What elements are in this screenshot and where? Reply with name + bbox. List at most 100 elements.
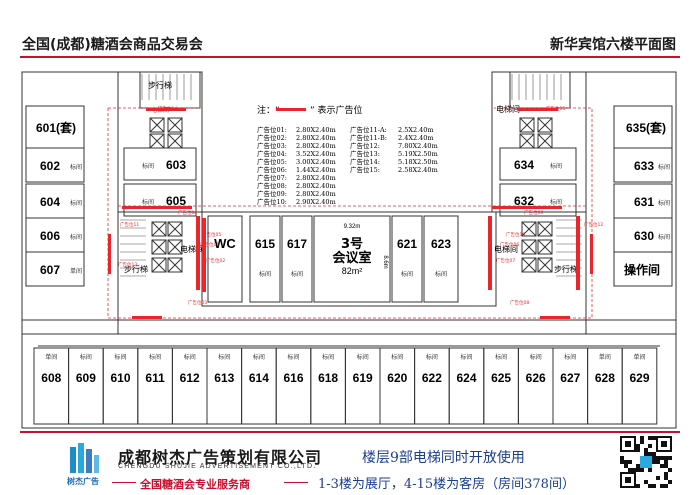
room-number: 603 xyxy=(166,158,186,172)
room-number: 633 xyxy=(634,159,654,173)
room-number: 634 xyxy=(514,158,534,172)
ad-size-value: 2.80X2.40m xyxy=(296,174,336,182)
room-number: 635(套) xyxy=(626,120,666,135)
room-number: 630 xyxy=(634,229,654,243)
legend-note-prefix: 注：“ xyxy=(257,104,280,116)
ad-position-label: 广告位07 xyxy=(496,257,515,264)
room-number: 624 xyxy=(456,371,476,385)
elevator-shaft-cross xyxy=(537,117,553,133)
room-number: 613 xyxy=(214,371,234,385)
room-type-label: 标间 xyxy=(291,270,303,278)
ad-position-mark xyxy=(540,316,570,319)
room-type-label: 标间 xyxy=(357,353,369,361)
left-core xyxy=(117,71,203,213)
room-outline xyxy=(249,215,281,303)
room-type-label: 标间 xyxy=(426,353,438,361)
elevator-shaft xyxy=(149,117,165,133)
room-number: 602 xyxy=(40,159,60,173)
ad-size-label: 广告位07: xyxy=(257,173,287,182)
elevator-shaft xyxy=(167,221,183,237)
ad-position-label: 广告位04 xyxy=(178,209,197,216)
ad-size-label: 广告位05: xyxy=(257,157,287,166)
elevator-shaft-cross xyxy=(167,257,183,273)
elevator-shaft xyxy=(537,133,553,149)
room-number: 操作间 xyxy=(624,262,660,277)
room-type-label: 单间 xyxy=(70,267,82,275)
legend-note-suffix: ” 表示广告位 xyxy=(310,104,363,116)
room-number: 618 xyxy=(318,371,338,385)
room-number: 628 xyxy=(595,371,615,385)
room-outline xyxy=(613,251,673,287)
ad-position-label: 广告位02 xyxy=(206,257,225,264)
ad-position-mark xyxy=(132,316,162,319)
room-number: 619 xyxy=(353,371,373,385)
room-type-label: 标间 xyxy=(564,353,576,361)
elevator-shaft xyxy=(149,133,165,149)
elevator-shaft xyxy=(537,221,553,237)
room-outline xyxy=(499,147,577,181)
ad-position-label: 广告位09 xyxy=(524,209,543,216)
room-outline xyxy=(423,215,459,303)
elevator-shaft-cross xyxy=(521,257,537,273)
elevator-shaft xyxy=(537,117,553,133)
meeting-depth-dimension: 8.6m xyxy=(382,255,388,268)
elevator-shaft xyxy=(167,117,183,133)
room-outline xyxy=(25,147,85,183)
room-type-label: 标间 xyxy=(70,199,82,207)
ad-position-mark xyxy=(492,206,562,209)
room-number: 606 xyxy=(40,229,60,243)
room-type-label: 标间 xyxy=(322,353,334,361)
room-number: 608 xyxy=(41,371,61,385)
elevator-shaft-cross xyxy=(167,221,183,237)
elevator-shaft xyxy=(521,221,537,237)
room-type-label: 单间 xyxy=(633,353,645,361)
ad-position-label: 广告位01 xyxy=(200,241,219,248)
ad-size-label: 广告位13: xyxy=(350,149,380,158)
ad-size-value: 5.18X2.50m xyxy=(398,158,438,166)
room-outline xyxy=(499,183,577,217)
ad-size-value: 3.00X2.40m xyxy=(296,158,336,166)
ad-position-mark xyxy=(202,218,206,292)
room-type-label: 单间 xyxy=(45,353,57,361)
elevator-shaft xyxy=(151,257,167,273)
room-type-label: 单间 xyxy=(599,353,611,361)
elevator-shaft-cross xyxy=(151,257,167,273)
room-number: 611 xyxy=(145,371,165,385)
elevator-shaft-cross xyxy=(537,257,553,273)
room-type-label: 标间 xyxy=(114,353,126,361)
ad-position-label: 广告位06 xyxy=(500,241,519,248)
elevator-shaft-cross xyxy=(149,117,165,133)
room-number: 625 xyxy=(491,371,511,385)
room-type-label: 标间 xyxy=(253,353,265,361)
elevator-label: 电梯间 xyxy=(494,244,518,254)
room-outline xyxy=(313,215,391,303)
room-number: 623 xyxy=(431,237,451,251)
elevator-shaft-cross xyxy=(149,133,165,149)
ad-position-mark xyxy=(576,216,580,290)
ad-size-label: 广告位15: xyxy=(350,165,380,174)
qr-code-icon[interactable] xyxy=(620,436,672,488)
room-number: 631 xyxy=(634,195,654,209)
elevator-shaft xyxy=(151,221,167,237)
elevator-shaft-cross xyxy=(151,239,167,255)
legend-ad-swatch xyxy=(276,108,306,111)
ad-size-value: 2.4X2.40m xyxy=(398,134,434,142)
room-type-label: 标间 xyxy=(142,198,154,206)
elevator-shaft xyxy=(521,239,537,255)
ad-size-label: 广告位06: xyxy=(257,165,287,174)
ad-size-label: 广告位08: xyxy=(257,181,287,190)
stairs-label: 步行梯 xyxy=(124,264,148,274)
room-type-label: 标间 xyxy=(184,353,196,361)
room-type-label: 标间 xyxy=(460,353,472,361)
room-type-label: 标间 xyxy=(391,353,403,361)
stairs-label: 步行梯 xyxy=(554,264,578,274)
room-type-label: 标间 xyxy=(550,162,562,170)
room-number: 620 xyxy=(387,371,407,385)
ad-size-label: 广告位02: xyxy=(257,133,287,142)
room-type-label: 标间 xyxy=(435,270,447,278)
room-type-label: 标间 xyxy=(495,353,507,361)
ad-size-value: 5.19X2.50m xyxy=(398,150,438,158)
header-rule xyxy=(20,56,680,58)
room-number: 626 xyxy=(526,371,546,385)
